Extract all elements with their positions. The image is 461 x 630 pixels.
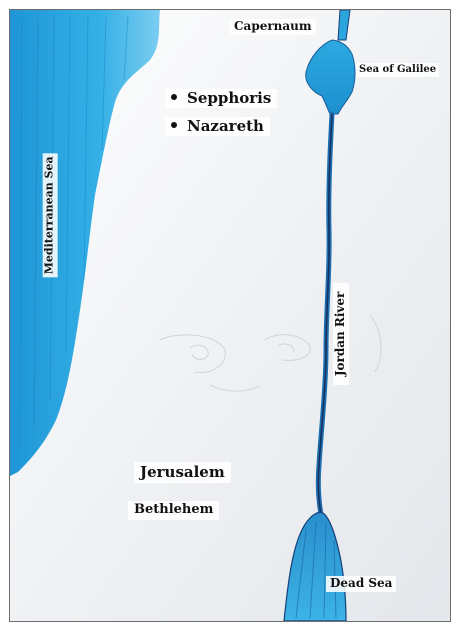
sepphoris-dot-icon	[171, 94, 177, 100]
label-capernaum: Capernaum	[230, 19, 316, 35]
label-dead-sea-text: Dead Sea	[330, 576, 393, 590]
jordan-river-ink	[317, 113, 333, 521]
nazareth-dot-icon	[171, 122, 177, 128]
label-jerusalem-text: Jerusalem	[140, 463, 225, 481]
label-bethlehem-text: Bethlehem	[134, 502, 214, 517]
label-jordan-river-text: Jordan River	[333, 291, 348, 377]
label-mediterranean-sea: Mediterranean Sea	[42, 153, 58, 278]
label-sea-of-galilee-text: Sea of Galilee	[359, 64, 437, 75]
label-sea-of-galilee: Sea of Galilee	[356, 63, 440, 77]
label-mediterranean-sea-text: Mediterranean Sea	[42, 156, 56, 275]
label-jerusalem: Jerusalem	[134, 462, 231, 484]
mediterranean-sea	[10, 10, 160, 476]
label-nazareth: Nazareth	[165, 117, 270, 137]
label-capernaum-text: Capernaum	[234, 19, 312, 33]
dead-sea-strokes	[295, 521, 337, 619]
label-jordan-river: Jordan River	[333, 282, 349, 385]
dead-sea-water	[283, 511, 347, 621]
map-frame: Capernaum Sea of Galilee Sepphoris Nazar…	[9, 9, 451, 622]
label-bethlehem: Bethlehem	[128, 501, 220, 520]
upper-jordan	[337, 10, 351, 41]
label-dead-sea: Dead Sea	[326, 576, 397, 592]
label-nazareth-text: Nazareth	[187, 117, 264, 135]
label-sepphoris-text: Sepphoris	[187, 89, 272, 107]
faint-sketch	[159, 314, 382, 392]
map-canvas	[10, 10, 450, 621]
label-sepphoris: Sepphoris	[165, 89, 278, 109]
